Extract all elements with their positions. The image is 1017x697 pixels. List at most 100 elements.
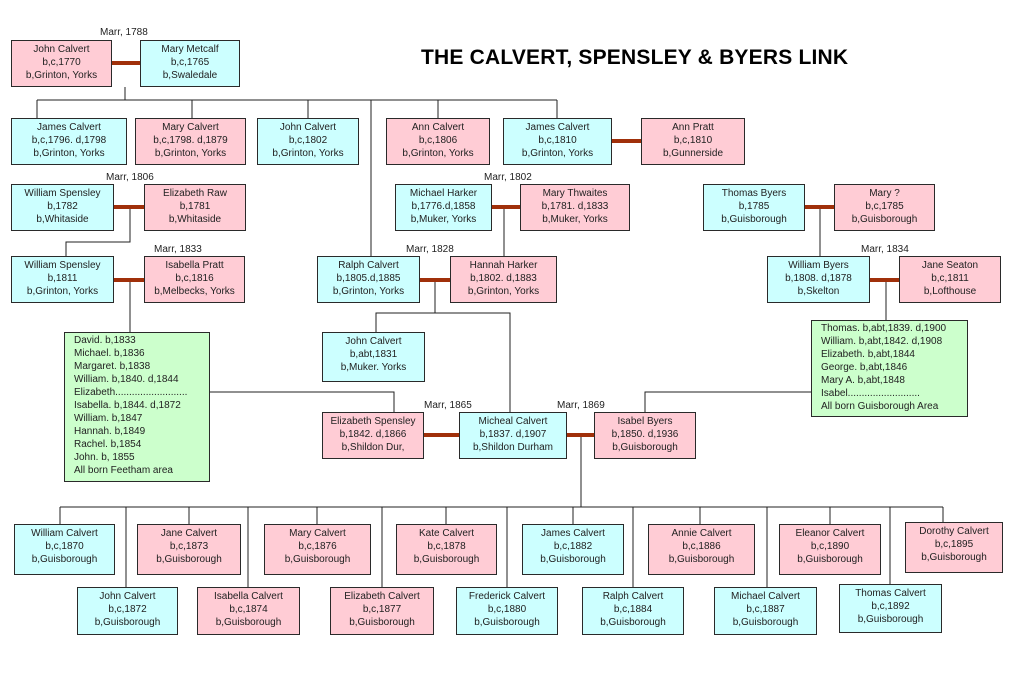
- list-item: Isabella. b,1844. d,1872: [74, 400, 181, 411]
- person-place: b,Shildon Durham: [472, 442, 554, 453]
- person-dates: b,c,1877: [362, 604, 402, 615]
- person-dates: b,c,1878: [427, 541, 466, 552]
- list-item: Mary A. b,abt,1848: [821, 375, 905, 386]
- person-place: b,Melbecks, Yorks: [154, 286, 235, 297]
- list-item: Rachel. b,1854: [74, 439, 142, 450]
- person-name: Kate Calvert: [418, 528, 475, 539]
- person-name: Isabella Pratt: [165, 260, 224, 271]
- person-name: Ann Calvert: [411, 122, 465, 133]
- person-dates: b,1776.d,1858: [411, 201, 476, 212]
- person-place: b,Muker. Yorks: [340, 362, 407, 373]
- marriage-label-1802: Marr, 1802: [484, 172, 532, 183]
- person-name: John Calvert: [345, 336, 402, 347]
- person-place: b,Whitaside: [168, 214, 222, 225]
- person-place: b,Grinton, Yorks: [26, 286, 99, 297]
- person-place: b,Guisborough: [215, 617, 282, 628]
- marriage-label-1869: Marr, 1869: [557, 400, 605, 411]
- person-name: John Calvert: [279, 122, 337, 133]
- marriage-label-1834: Marr, 1834: [861, 244, 909, 255]
- marriage-label-1833: Marr, 1833: [154, 244, 202, 255]
- person-box-william-spensley-1811: William Spensley b,1811 b,Grinton, Yorks: [11, 256, 114, 303]
- person-name: James Calvert: [541, 528, 605, 539]
- person-box-micheal-calvert: Micheal Calvert b,1837. d,1907 b,Shildon…: [459, 412, 567, 459]
- person-name: Ralph Calvert: [602, 591, 664, 602]
- list-item: Thomas. b,abt,1839. d,1900: [821, 323, 947, 334]
- person-place: b,Guisborough: [797, 554, 863, 565]
- person-box-william-byers: William Byers b,1808. d,1878 b,Skelton: [767, 256, 870, 303]
- person-dates: b,1785: [738, 201, 770, 212]
- person-name: Micheal Calvert: [478, 416, 548, 427]
- person-dates: b,c,1798. d,1879: [153, 135, 228, 146]
- person-place: b,Muker, Yorks: [410, 214, 477, 225]
- person-dates: b,c,1880: [487, 604, 527, 615]
- person-name: William Byers: [788, 260, 849, 271]
- person-box-ann-pratt: Ann Pratt b,c,1810 b,Gunnerside: [641, 118, 745, 165]
- person-box-mary-calvert-1798: Mary Calvert b,c,1798. d,1879 b,Grinton,…: [135, 118, 246, 165]
- person-name: Elizabeth Calvert: [344, 591, 420, 602]
- person-name: James Calvert: [525, 122, 590, 133]
- person-dates: b,1802. d,1883: [470, 273, 537, 284]
- person-dates: b,c,1886: [682, 541, 721, 552]
- person-box-john-calvert-1802: John Calvert b,c,1802 b,Grinton, Yorks: [257, 118, 359, 165]
- person-place: b,Guisborough: [857, 614, 924, 625]
- person-place: b,Grinton, Yorks: [332, 286, 405, 297]
- person-dates: b,c,1770: [42, 57, 81, 68]
- list-item: John. b, 1855: [74, 452, 135, 463]
- person-name: John Calvert: [99, 591, 156, 602]
- person-name: Michael Harker: [409, 188, 478, 199]
- person-name: Ralph Calvert: [338, 260, 399, 271]
- list-item: Isabel..........................: [821, 388, 920, 399]
- person-place: b,Whitaside: [36, 214, 89, 225]
- person-name: Dorothy Calvert: [919, 526, 989, 537]
- person-dates: b,c,1884: [613, 604, 653, 615]
- person-place: b,Gunnerside: [662, 148, 724, 159]
- person-box-isabel-byers: Isabel Byers b,1850. d,1936 b,Guisboroug…: [594, 412, 696, 459]
- list-item: George. b,abt,1846: [821, 362, 908, 373]
- person-dates: b,c,1816: [175, 273, 214, 284]
- person-box-michael-calvert-1887: Michael Calvert b,c,1887 b,Guisborough: [714, 587, 817, 635]
- person-box-william-spensley-1782: William Spensley b,1782 b,Whitaside: [11, 184, 114, 231]
- person-dates: b,1781: [179, 201, 211, 212]
- spensley-children-list: David. b,1833 Michael. b,1836 Margaret. …: [64, 332, 210, 482]
- person-place: b,Guisborough: [31, 554, 98, 565]
- person-place: b,Shildon Dur,: [341, 442, 405, 453]
- person-place: b,Skelton: [797, 286, 840, 297]
- list-item: Hannah. b,1849: [74, 426, 146, 437]
- list-item: Michael. b,1836: [74, 348, 145, 359]
- person-box-james-calvert-1882: James Calvert b,c,1882 b,Guisborough: [522, 524, 624, 575]
- person-box-hannah-harker: Hannah Harker b,1802. d,1883 b,Grinton, …: [450, 256, 557, 303]
- page-title: THE CALVERT, SPENSLEY & BYERS LINK: [421, 46, 849, 69]
- person-place: b,Guisborough: [612, 442, 678, 453]
- person-dates: b,c,1873: [169, 541, 209, 552]
- person-dates: b,c,1870: [45, 541, 84, 552]
- person-box-ralph-calvert-1805: Ralph Calvert b,1805.d,1885 b,Grinton, Y…: [317, 256, 420, 303]
- person-dates: b,1808. d,1878: [785, 273, 852, 284]
- person-place: b,Guisborough: [668, 554, 735, 565]
- person-box-elizabeth-raw: Elizabeth Raw b,1781 b,Whitaside: [144, 184, 246, 231]
- person-place: b,Swaledale: [162, 70, 218, 81]
- person-place: b,Grinton, Yorks: [25, 70, 98, 81]
- person-place: b,Guisborough: [94, 617, 161, 628]
- person-box-james-calvert-1810: James Calvert b,c,1810 b,Grinton, Yorks: [503, 118, 612, 165]
- person-dates: b,c,1874: [229, 604, 268, 615]
- person-dates: b,c,1876: [298, 541, 337, 552]
- list-item: All born Guisborough Area: [821, 401, 939, 412]
- person-place: b,Guisborough: [732, 617, 799, 628]
- person-dates: b,c,1765: [170, 57, 210, 68]
- person-place: b,Guisborough: [721, 214, 787, 225]
- person-box-frederick-calvert-1880: Frederick Calvert b,c,1880 b,Guisborough: [456, 587, 558, 635]
- person-box-michael-harker: Michael Harker b,1776.d,1858 b,Muker, Yo…: [395, 184, 492, 231]
- person-name: Ann Pratt: [672, 122, 714, 133]
- person-box-ralph-calvert-1884: Ralph Calvert b,c,1884 b,Guisborough: [582, 587, 684, 635]
- person-name: Eleanor Calvert: [795, 528, 865, 539]
- person-box-thomas-byers-1785: Thomas Byers b,1785 b,Guisborough: [703, 184, 805, 231]
- list-item: Elizabeth. b,abt,1844: [821, 349, 915, 360]
- list-item: Margaret. b,1838: [74, 361, 151, 372]
- person-name: William Spensley: [24, 188, 101, 199]
- person-name: Jane Seaton: [921, 260, 979, 271]
- list-item: William. b,1847: [74, 413, 143, 424]
- person-name: Elizabeth Raw: [163, 188, 227, 199]
- person-place: b,Guisborough: [921, 552, 987, 563]
- person-box-annie-calvert-1886: Annie Calvert b,c,1886 b,Guisborough: [648, 524, 755, 575]
